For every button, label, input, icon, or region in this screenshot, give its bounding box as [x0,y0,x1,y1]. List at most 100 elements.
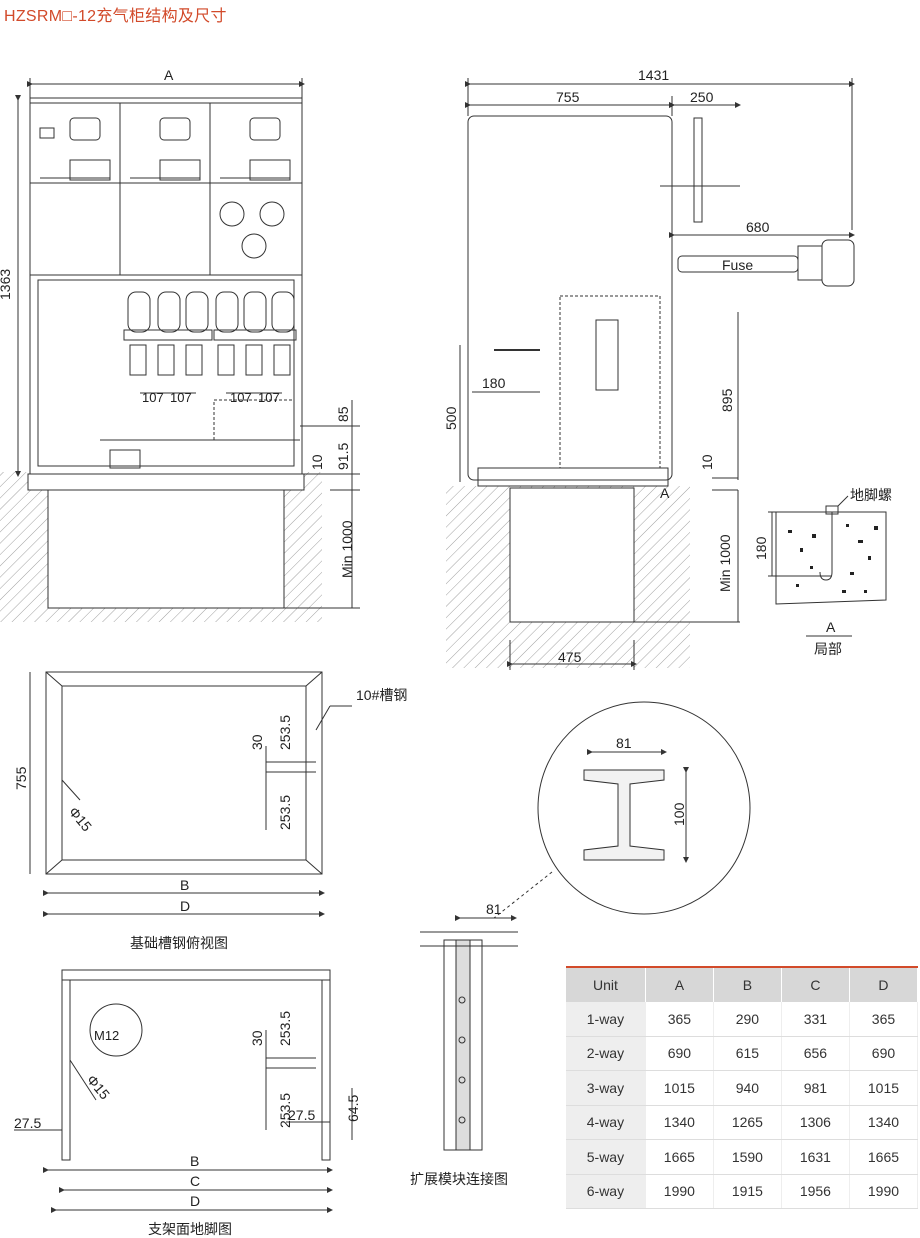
table-header-cell: Unit [566,966,646,1002]
ibeam-width: 81 [616,735,632,751]
front-spacing-4: 107 [258,390,280,405]
table-cell: 1665 [645,1139,714,1175]
table-cell: 290 [713,1002,782,1037]
bracket-m12: M12 [94,1028,119,1043]
ibeam-height: 100 [671,802,687,826]
extension-dim-81: 81 [486,901,502,917]
foundation-dim-30: 30 [249,734,265,750]
side-dim-10: 10 [699,454,715,470]
front-width-label: A [164,67,174,83]
side-dim-500: 500 [443,406,459,430]
table-row: 5-way 1665 1590 1631 1665 [566,1139,919,1175]
bracket-dim-phi15: Φ15 [84,1072,114,1103]
table-cell: 1631 [781,1139,850,1175]
detail-a-specks [788,524,878,593]
front-spacing-3: 107 [230,390,252,405]
table-cell: 1015 [849,1070,919,1106]
bracket-dim-27-5-left: 27.5 [14,1115,41,1131]
side-view [446,78,855,670]
foundation-caption: 基础槽钢俯视图 [130,935,228,951]
table-cell: 1990 [849,1174,919,1209]
table-cell: 365 [849,1002,919,1037]
table-cell: 1956 [781,1174,850,1209]
table-cell: 1340 [645,1105,714,1140]
front-dim-min1000: Min 1000 [339,520,355,578]
table-cell: 6-way [566,1174,646,1209]
table-header-cell: D [849,966,919,1002]
table-cell: 1265 [713,1105,782,1140]
foundation-dim-253-5-bottom: 253.5 [277,795,293,830]
table-cell: 615 [713,1036,782,1071]
table-header-cell: C [781,966,850,1002]
table-row: 2-way 690 615 656 690 [566,1036,919,1071]
front-spacing-2: 107 [170,390,192,405]
bracket-view [14,969,353,1213]
table-cell: 940 [713,1070,782,1106]
table-cell: 656 [781,1036,850,1071]
table-cell: 4-way [566,1105,646,1140]
detail-dim-180: 180 [753,536,769,560]
extension-view [420,915,518,1151]
side-dim-1431: 1431 [638,67,669,83]
extension-caption: 扩展模块连接图 [410,1171,508,1187]
bracket-dim-b: B [190,1153,199,1169]
detail-a [768,495,887,637]
detail-label-a: A [826,619,836,635]
foundation-dim-755: 755 [13,766,29,790]
table-cell: 1015 [645,1070,714,1106]
anchor-bolt-label: 地脚螺 [850,487,892,503]
front-dim-10: 10 [309,454,325,470]
side-dim-895: 895 [719,388,735,412]
table-row: 1-way 365 290 331 365 [566,1002,919,1037]
table-cell: 1665 [849,1139,919,1175]
foundation-dim-b: B [180,877,189,893]
table-row: 3-way 1015 940 981 1015 [566,1070,919,1106]
bracket-dim-30: 30 [249,1030,265,1046]
side-dim-180: 180 [482,375,506,391]
table-cell: 5-way [566,1139,646,1175]
table-cell: 1-way [566,1002,646,1037]
fuse-label: Fuse [722,257,753,273]
table-cell: 1915 [713,1174,782,1209]
foundation-dim-phi15: Φ15 [66,804,96,835]
side-callout-a: A [660,485,670,501]
bracket-dim-64-5: 64.5 [345,1095,361,1122]
table-header-cell: B [713,966,782,1002]
side-dim-475: 475 [558,649,582,665]
side-dim-250: 250 [690,89,714,105]
table-cell: 2-way [566,1036,646,1071]
table-cell: 690 [645,1036,714,1071]
table-cell: 690 [849,1036,919,1071]
front-dim-85: 85 [335,406,351,422]
page-title: HZSRM□-12充气柜结构及尺寸 [4,8,227,25]
side-dim-680: 680 [746,219,770,235]
table-cell: 365 [645,1002,714,1037]
front-height-label: 1363 [0,269,13,300]
foundation-view [29,671,352,917]
detail-caption: 局部 [814,641,842,657]
table-cell: 1990 [645,1174,714,1209]
table-cell: 1590 [713,1139,782,1175]
front-view [0,78,360,622]
channel-label: 10#槽钢 [356,687,407,703]
table-cell: 981 [781,1070,850,1106]
dimension-table: Unit A B C D 1-way 365 290 331 365 2-way… [566,966,919,1209]
ibeam-detail [493,701,751,919]
table-cell: 3-way [566,1070,646,1106]
side-dim-755: 755 [556,89,580,105]
bracket-caption: 支架面地脚图 [148,1221,232,1237]
table-header-row: Unit A B C D [566,966,919,1002]
bracket-dim-253-5-bottom: 253.5 [277,1093,293,1128]
bracket-dim-253-5-top: 253.5 [277,1011,293,1046]
table-cell: 1340 [849,1105,919,1140]
front-dim-91-5: 91.5 [335,443,351,470]
side-dim-min1000: Min 1000 [717,534,733,592]
bracket-dim-d: D [190,1193,200,1209]
foundation-dim-253-5-top: 253.5 [277,715,293,750]
front-spacing-1: 107 [142,390,164,405]
table-cell: 331 [781,1002,850,1037]
bracket-dim-c: C [190,1173,200,1189]
table-cell: 1306 [781,1105,850,1140]
bracket-dim-27-5-right: 27.5 [288,1107,315,1123]
